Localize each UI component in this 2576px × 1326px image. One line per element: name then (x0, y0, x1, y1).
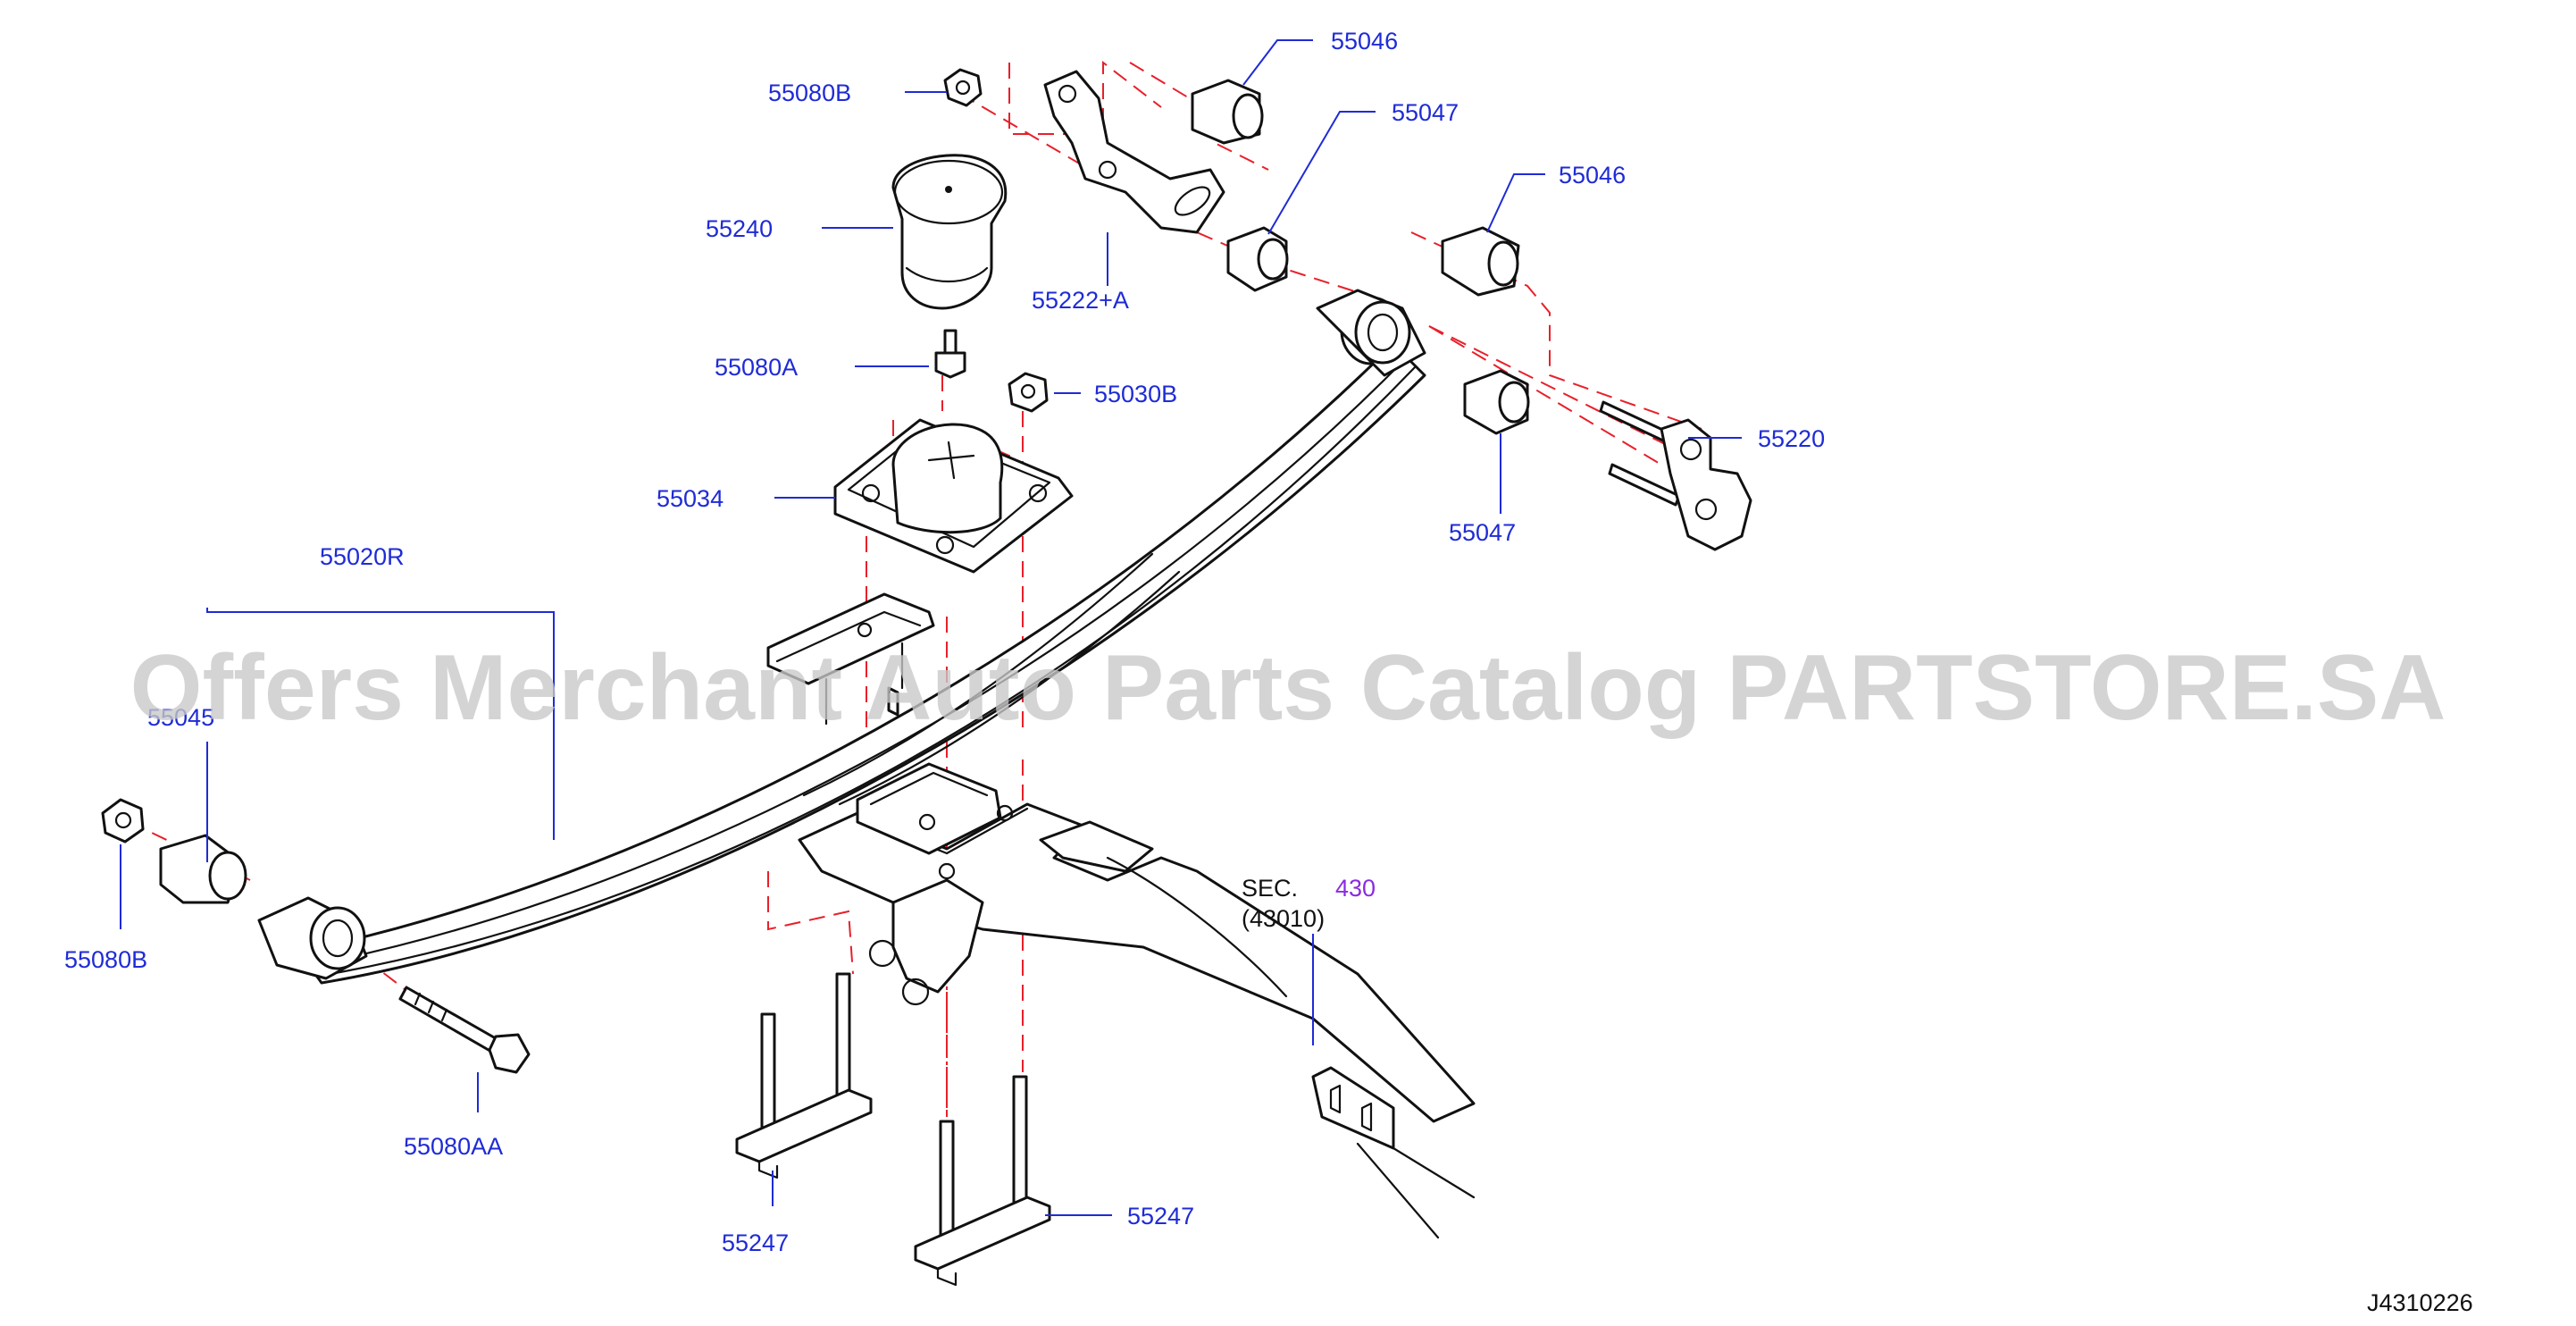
label-55080b-top[interactable]: 55080B (768, 80, 851, 106)
leader-lines (120, 39, 1742, 1216)
spring-seat-55034[interactable] (833, 418, 1074, 574)
label-55046-top[interactable]: 55046 (1331, 28, 1398, 55)
label-55240[interactable]: 55240 (706, 215, 773, 242)
spring-pad-bracket (766, 592, 935, 726)
label-55046-mid[interactable]: 55046 (1559, 162, 1626, 189)
bushing-55046-top[interactable] (1191, 79, 1264, 145)
label-55034[interactable]: 55034 (657, 485, 723, 512)
section-ref-prefix: SEC. (1242, 875, 1298, 902)
bolt-55080a[interactable] (934, 329, 966, 379)
bushing-55047-top[interactable] (1226, 226, 1289, 292)
section-ref-sub: (43010) (1242, 905, 1325, 932)
u-bolt-plate-55247-left[interactable] (735, 972, 873, 1179)
rear-axle-frame (798, 762, 1476, 1239)
label-55047-top[interactable]: 55047 (1392, 99, 1459, 126)
label-55080b-left[interactable]: 55080B (64, 946, 147, 973)
label-55080aa[interactable]: 55080AA (404, 1133, 503, 1160)
nut-55030b[interactable] (1008, 372, 1049, 413)
label-55247-right[interactable]: 55247 (1127, 1203, 1194, 1229)
nut-55080b-top[interactable] (943, 68, 983, 107)
bump-stop-55240[interactable] (891, 154, 1008, 310)
shackle-bracket-55222a[interactable] (1043, 70, 1225, 234)
bushing-55046-mid[interactable] (1441, 226, 1520, 297)
bolt-55080aa[interactable] (398, 986, 531, 1074)
leaf-spring[interactable] (257, 289, 1426, 985)
label-55220[interactable]: 55220 (1758, 425, 1825, 452)
diagram-id: J4310226 (2367, 1289, 2473, 1316)
bushing-55047-mid[interactable] (1463, 369, 1530, 435)
nut-55080b-left[interactable] (101, 798, 145, 843)
label-55080a[interactable]: 55080A (715, 354, 798, 381)
label-55247-left[interactable]: 55247 (722, 1229, 789, 1256)
label-55030b[interactable]: 55030B (1094, 381, 1177, 407)
u-bolt-plate-55247-right[interactable] (914, 1075, 1051, 1287)
bushing-55045[interactable] (159, 834, 247, 904)
part-labels: 55046 55080B 55047 55240 55222+A 55046 5… (64, 28, 2473, 1316)
label-55020r[interactable]: 55020R (320, 543, 405, 570)
label-55045[interactable]: 55045 (147, 704, 214, 731)
label-55222a[interactable]: 55222+A (1032, 287, 1129, 314)
watermark-text: Offers Merchant Auto Parts Catalog PARTS… (130, 636, 2446, 740)
shackle-55220[interactable] (1599, 400, 1752, 551)
label-55047-mid[interactable]: 55047 (1449, 519, 1516, 546)
section-ref-number[interactable]: 430 (1335, 875, 1376, 902)
